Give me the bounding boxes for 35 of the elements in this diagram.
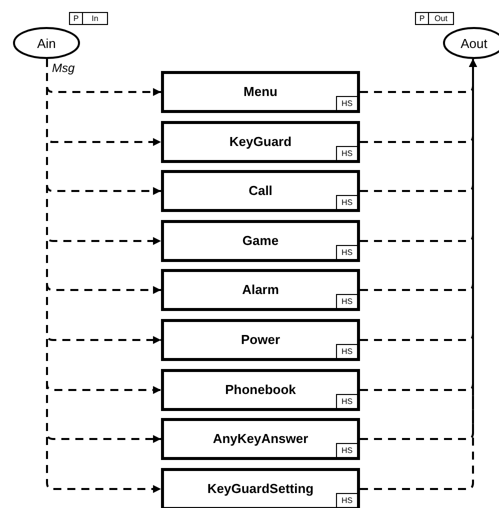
process-name: Game (241, 233, 280, 248)
process-box (161, 418, 360, 460)
corner-tag: HS (336, 195, 357, 209)
corner-tag: HS (336, 294, 357, 308)
process-box (161, 170, 360, 212)
edge-label: Msg (51, 61, 76, 75)
process-name: KeyGuard (228, 134, 293, 149)
corner-tag: HS (336, 443, 357, 457)
process-name: Alarm (241, 282, 280, 297)
process-box (161, 121, 360, 163)
corner-tag: HS (336, 245, 357, 259)
port-name: Ain (37, 36, 56, 50)
process-box (161, 269, 360, 311)
port-tag: Out (428, 12, 454, 25)
process-name: AnyKeyAnswer (212, 431, 310, 446)
process-box (161, 468, 360, 508)
process-name: Call (248, 183, 274, 198)
process-name: Phonebook (224, 382, 297, 397)
process-name: KeyGuardSetting (206, 481, 315, 496)
corner-tag: HS (336, 146, 357, 160)
corner-tag: HS (336, 493, 357, 507)
port-tag: In (82, 12, 108, 25)
port-tag: P (69, 12, 83, 25)
process-box (161, 71, 360, 113)
process-box (161, 220, 360, 262)
process-box (161, 369, 360, 411)
port-tag: P (415, 12, 429, 25)
port-name: Aout (460, 36, 488, 50)
process-name: Menu (242, 84, 278, 99)
process-name: Power (240, 332, 281, 347)
corner-tag: HS (336, 344, 357, 358)
corner-tag: HS (336, 96, 357, 110)
process-box (161, 319, 360, 361)
corner-tag: HS (336, 394, 357, 408)
port-ellipse (13, 27, 80, 59)
